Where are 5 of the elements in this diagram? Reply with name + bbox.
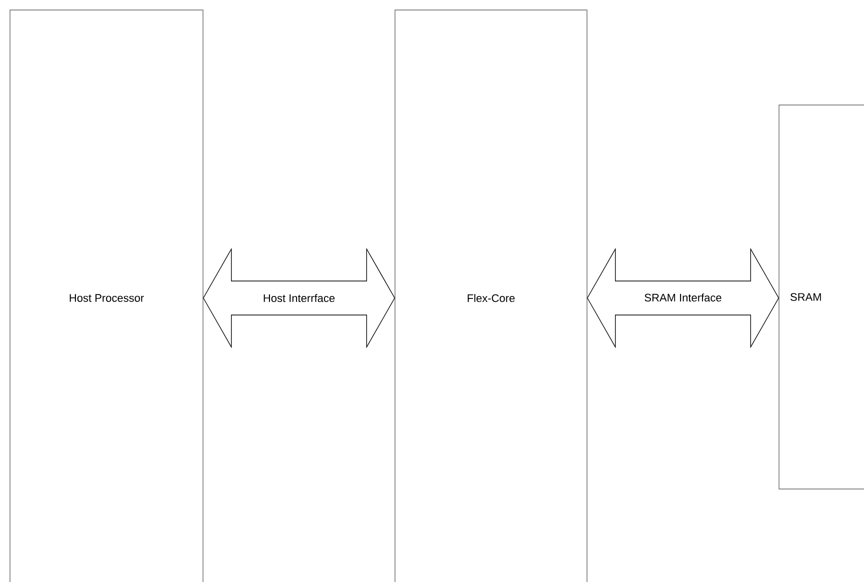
edge-label: Host Interrface [262,292,336,304]
block-box: SRAM [778,104,864,490]
edge-label: SRAM Interface [643,292,723,303]
block-box: Flex-Core [394,10,588,582]
block-box: Host Processor [10,10,204,582]
